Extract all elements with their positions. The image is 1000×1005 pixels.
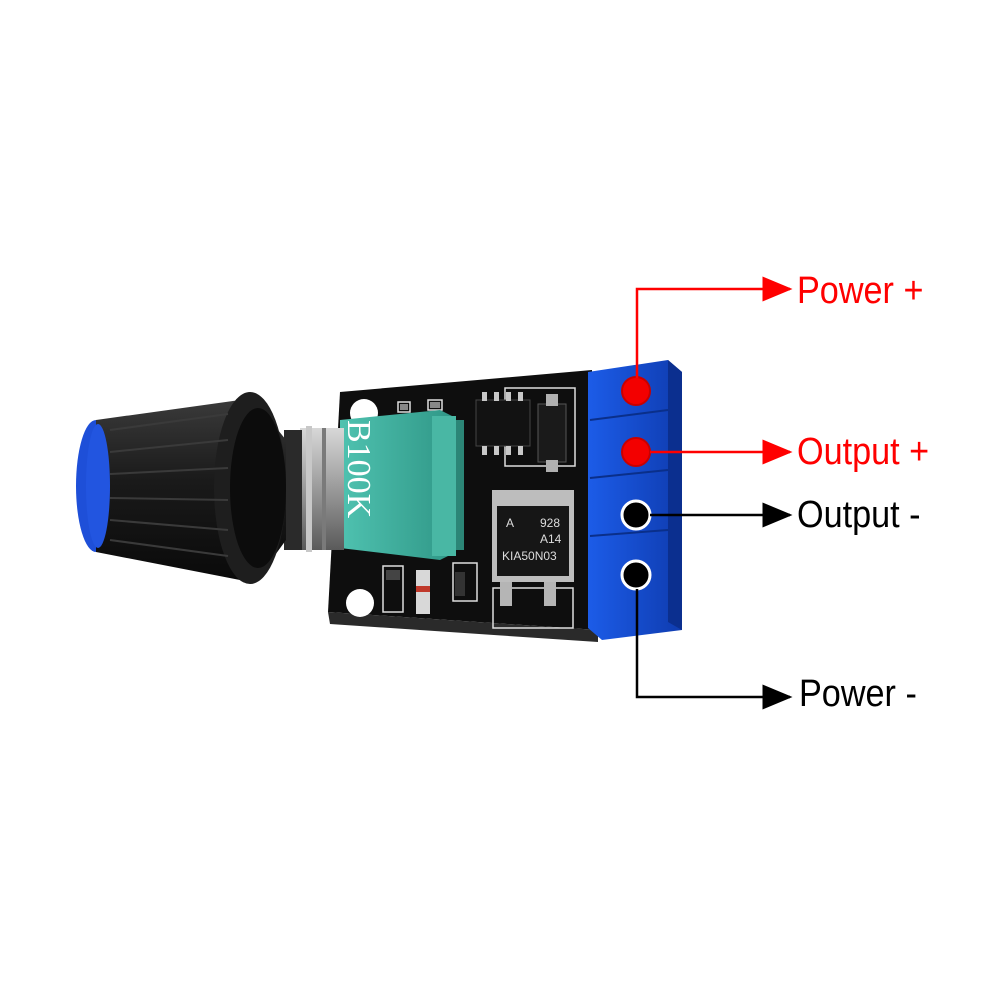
mosfet-marking: 928 bbox=[540, 516, 560, 530]
knob bbox=[76, 392, 286, 584]
mosfet-marking: A14 bbox=[540, 532, 562, 546]
mosfet: A 928 A14 KIA50N03 bbox=[492, 490, 574, 606]
leader-power-minus bbox=[635, 589, 793, 710]
mounting-hole bbox=[346, 589, 374, 617]
label-output-minus: Output - bbox=[797, 494, 921, 536]
leader-power-plus bbox=[635, 276, 793, 378]
terminal-power-minus bbox=[620, 559, 652, 591]
label-power-plus: Power + bbox=[797, 270, 924, 312]
potentiometer-shaft bbox=[284, 426, 344, 552]
label-output-plus: Output + bbox=[797, 431, 930, 473]
terminal-power-plus bbox=[621, 376, 651, 406]
mosfet-marking: KIA50N03 bbox=[502, 549, 557, 563]
terminal-output-plus bbox=[621, 437, 651, 467]
terminal-output-minus bbox=[620, 499, 652, 531]
label-power-minus: Power - bbox=[799, 673, 917, 715]
smd-resistor bbox=[386, 570, 400, 580]
potentiometer-body: B100K bbox=[340, 410, 464, 560]
mosfet-marking: A bbox=[506, 516, 514, 530]
potentiometer-marking: B100K bbox=[340, 420, 377, 519]
